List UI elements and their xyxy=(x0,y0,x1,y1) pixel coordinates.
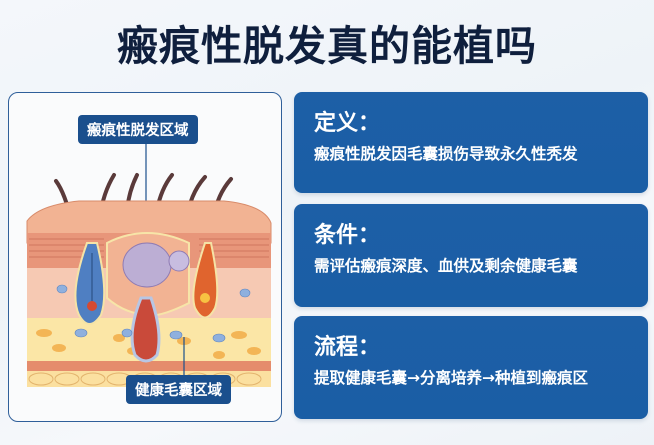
healthy-follicle-area-label: 健康毛囊区域 xyxy=(126,375,231,404)
conditions-card: 条件： 需评估瘢痕深度、血供及剩余健康毛囊 xyxy=(294,204,648,307)
process-text: 提取健康毛囊→分离培养→种植到瘢痕区 xyxy=(314,369,588,387)
definition-heading: 定义： xyxy=(314,111,381,136)
conditions-heading: 条件： xyxy=(314,223,381,248)
process-heading: 流程： xyxy=(314,335,381,360)
process-card: 流程： 提取健康毛囊→分离培养→种植到瘢痕区 xyxy=(294,316,648,419)
conditions-text: 需评估瘢痕深度、血供及剩余健康毛囊 xyxy=(314,257,578,275)
skin-illustration-panel: 瘢痕性脱发区域 健康毛囊区域 xyxy=(8,92,282,422)
scar-alopecia-area-label: 瘢痕性脱发区域 xyxy=(78,115,198,144)
skin-cross-section-illustration xyxy=(26,143,272,387)
page-title: 瘢痕性脱发真的能植吗 xyxy=(117,22,537,70)
definition-card: 定义： 瘢痕性脱发因毛囊损伤导致永久性秃发 xyxy=(294,92,648,193)
definition-text: 瘢痕性脱发因毛囊损伤导致永久性秃发 xyxy=(314,145,578,163)
